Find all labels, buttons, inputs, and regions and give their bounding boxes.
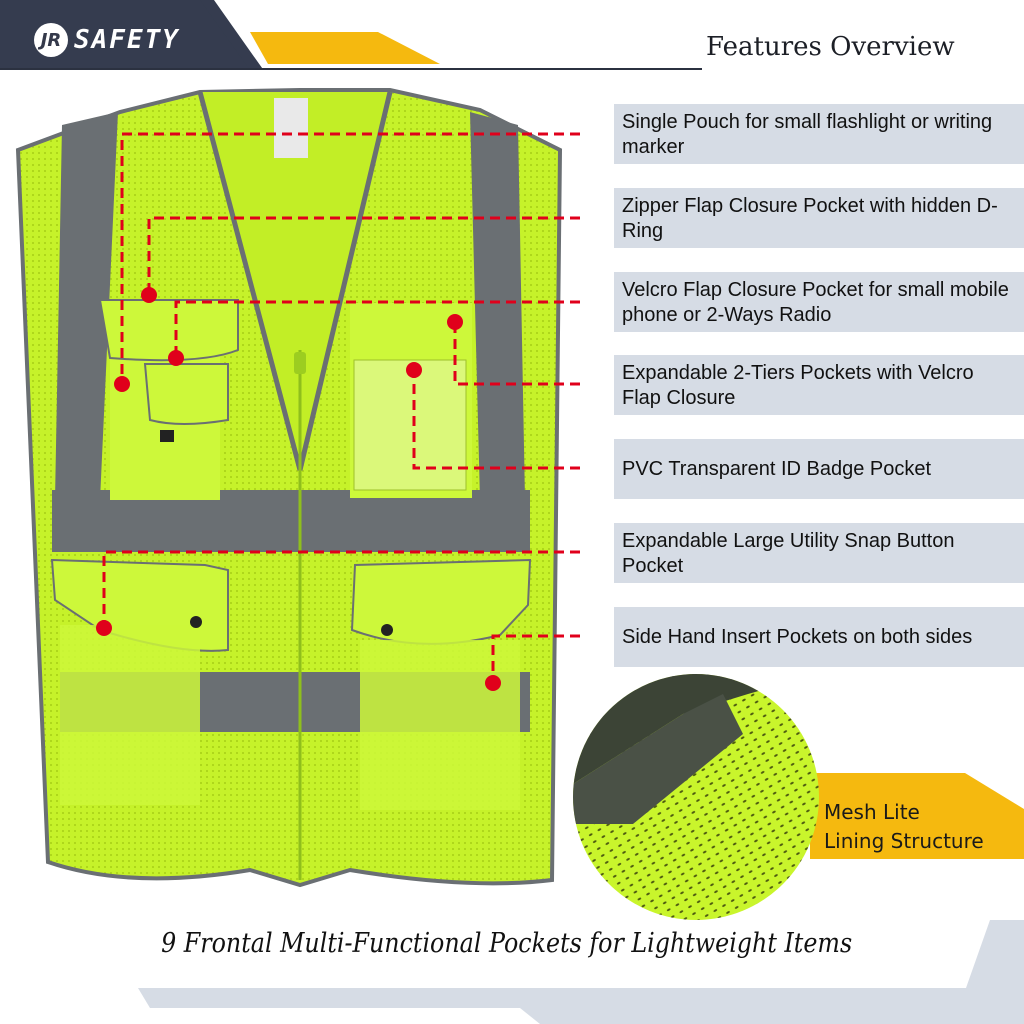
- mesh-lite-line1: Mesh Lite: [824, 800, 920, 824]
- vest-image: [15, 88, 580, 888]
- feature-side-hand-pockets: Side Hand Insert Pockets on both sides: [614, 607, 1024, 667]
- mesh-lite-label-background: [810, 773, 1024, 859]
- tagline: 9 Frontal Multi-Functional Pockets for L…: [0, 928, 1024, 959]
- feature-two-tier-pockets: Expandable 2-Tiers Pockets with Velcro F…: [614, 355, 1024, 415]
- feature-id-badge-pocket: PVC Transparent ID Badge Pocket: [614, 439, 1024, 499]
- feature-velcro-pocket: Velcro Flap Closure Pocket for small mob…: [614, 272, 1024, 332]
- mesh-lite-text: Mesh Lite Lining Structure: [824, 798, 984, 856]
- brand-logo: JR SAFETY: [34, 22, 214, 58]
- logo-mark-icon: JR: [34, 23, 68, 57]
- feature-snap-button-pocket: Expandable Large Utility Snap Button Poc…: [614, 523, 1024, 583]
- header-banner: [0, 0, 702, 70]
- tagline-text: 9 Frontal Multi-Functional Pockets for L…: [161, 928, 853, 959]
- footer-decoration: [138, 920, 1024, 1024]
- mesh-detail-image: [573, 674, 819, 920]
- feature-single-pouch: Single Pouch for small flashlight or wri…: [614, 104, 1024, 164]
- page-title: Features Overview: [706, 32, 955, 62]
- logo-text: SAFETY: [74, 25, 180, 55]
- mesh-lite-line2: Lining Structure: [824, 829, 984, 853]
- feature-zipper-pocket: Zipper Flap Closure Pocket with hidden D…: [614, 188, 1024, 248]
